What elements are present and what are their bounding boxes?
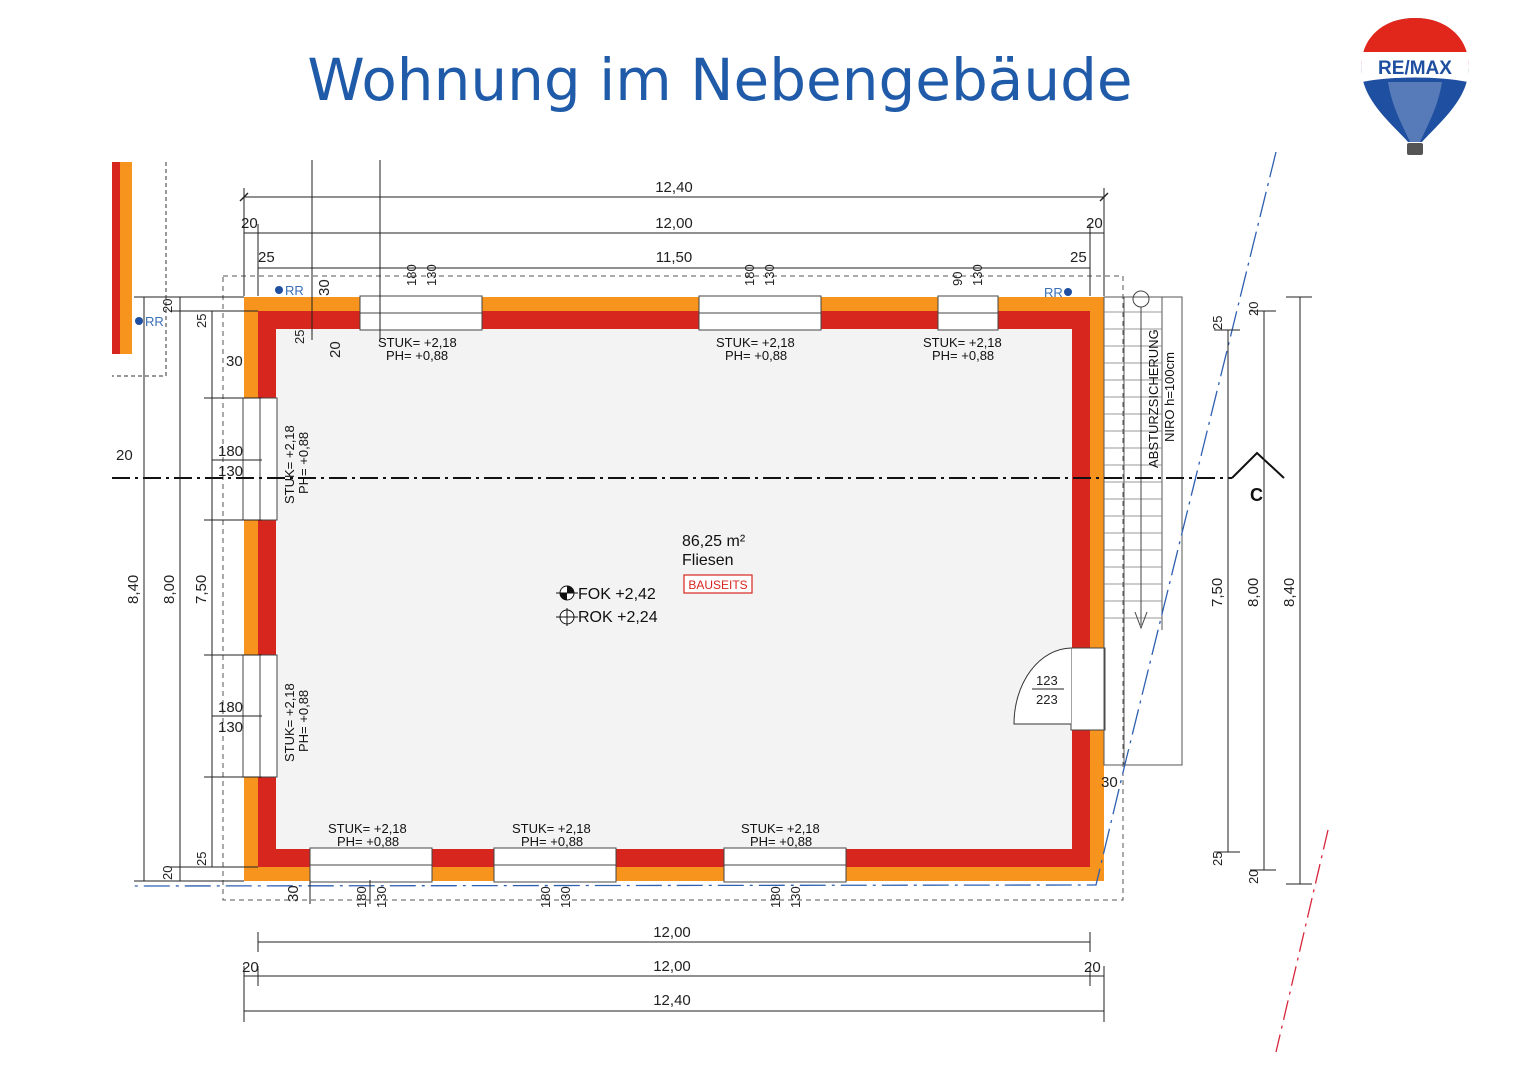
room-floor: Fliesen xyxy=(682,552,734,569)
dim-right-750: 7,50 xyxy=(1209,578,1226,607)
rr-right-marker-icon xyxy=(1064,288,1072,296)
dim-top-inner: 12,00 xyxy=(655,215,693,232)
left-window-2-stuk: STUK= +2,18 xyxy=(282,683,297,762)
dim-top-right-20: 20 xyxy=(1086,215,1103,232)
dim-top-clear: 11,50 xyxy=(656,249,692,266)
dim-right-25-top: 25 xyxy=(1210,316,1225,330)
dim-right-800: 8,00 xyxy=(1245,578,1262,607)
dim-bw2-b: 130 xyxy=(558,886,573,908)
left-window-1-ph: PH= +0,88 xyxy=(296,432,311,494)
room-area: 86,25 m² xyxy=(682,533,746,550)
dim-w1-b: 130 xyxy=(424,264,439,286)
stair-note-1: ABSTURZSICHERUNG xyxy=(1146,329,1161,468)
bot-window-1-ph: PH= +0,88 xyxy=(337,834,399,849)
dim-left-25-bottom: 25 xyxy=(194,852,209,866)
dim-left-w1-a: 180 xyxy=(218,443,243,460)
dim-left-25-top: 25 xyxy=(194,314,209,328)
top-window-3-ph: PH= +0,88 xyxy=(932,348,994,363)
dim-top-left-20: 20 xyxy=(241,215,258,232)
section-label: C xyxy=(1250,485,1263,505)
dim-right-20-bottom: 20 xyxy=(1246,870,1261,884)
dim-bot-30: 30 xyxy=(285,885,302,902)
dim-w3-a: 90 xyxy=(950,272,965,286)
dim-bw1-a: 180 xyxy=(354,886,369,908)
dim-corner-20: 20 xyxy=(327,341,344,358)
stair-start-icon xyxy=(1132,290,1150,308)
dim-left-w2-b: 130 xyxy=(218,719,243,736)
fok-marker-icon xyxy=(556,585,578,601)
top-window-2-ph: PH= +0,88 xyxy=(725,348,787,363)
rr-outer-marker-icon xyxy=(135,317,143,325)
top-window-3-stuk: STUK= +2,18 xyxy=(923,335,1002,350)
page-title: Wohnung im Nebengebäude xyxy=(307,46,1133,114)
door-dim-b: 223 xyxy=(1036,692,1058,707)
dim-bw3-a: 180 xyxy=(768,886,783,908)
left-window-1-stuk: STUK= +2,18 xyxy=(282,425,297,504)
property-line xyxy=(133,151,1277,887)
dim-bot-right-20: 20 xyxy=(1084,959,1101,976)
dim-top-total: 12,40 xyxy=(655,179,693,196)
fok-level: FOK +2,42 xyxy=(578,586,656,603)
dim-corner-30: 30 xyxy=(316,279,333,296)
stair-note-2: NIRO h=100cm xyxy=(1162,352,1177,442)
dim-w2-a: 180 xyxy=(742,264,757,286)
dim-right-840: 8,40 xyxy=(1281,578,1298,607)
dim-corner-25: 25 xyxy=(292,330,307,344)
bot-window-3-stuk: STUK= +2,18 xyxy=(741,821,820,836)
door-dim-a: 123 xyxy=(1036,673,1058,688)
dim-bot-left-20: 20 xyxy=(242,959,259,976)
dim-left-30: 30 xyxy=(226,353,243,370)
rok-level: ROK +2,24 xyxy=(578,609,658,626)
balloon-logo-icon: RE/MAX xyxy=(1361,18,1469,155)
bauseits-text: BAUSEITS xyxy=(688,578,747,592)
dim-right-25-bottom: 25 xyxy=(1210,852,1225,866)
top-window-1-stuk: STUK= +2,18 xyxy=(378,335,457,350)
bot-window-2-ph: PH= +0,88 xyxy=(521,834,583,849)
dim-left-750: 7,50 xyxy=(193,575,210,604)
rr-outer-label: RR xyxy=(145,314,164,329)
dim-bw2-a: 180 xyxy=(538,886,553,908)
rr-left-marker-icon xyxy=(275,286,283,294)
dim-right-20-top: 20 xyxy=(1246,302,1261,316)
bot-window-1-stuk: STUK= +2,18 xyxy=(328,821,407,836)
dim-bot-inner: 12,00 xyxy=(653,958,691,975)
logo-text: RE/MAX xyxy=(1378,58,1452,79)
left-window-2-ph: PH= +0,88 xyxy=(296,690,311,752)
rr-left-label: RR xyxy=(285,283,304,298)
bot-window-2-stuk: STUK= +2,18 xyxy=(512,821,591,836)
dim-bot-total: 12,40 xyxy=(653,992,691,1009)
rr-right-label: RR xyxy=(1044,285,1063,300)
dim-bw3-b: 130 xyxy=(788,886,803,908)
door-dim-30: 30 xyxy=(1101,774,1118,791)
rok-marker-icon xyxy=(556,608,578,626)
door-swing xyxy=(1013,647,1072,725)
bot-window-3-ph: PH= +0,88 xyxy=(750,834,812,849)
top-window-1-ph: PH= +0,88 xyxy=(386,348,448,363)
bauseits-tag xyxy=(683,574,753,594)
dim-w1-a: 180 xyxy=(404,264,419,286)
dim-left-840: 8,40 xyxy=(125,575,142,604)
dim-left-w1-b: 130 xyxy=(218,463,243,480)
dim-left-w2-a: 180 xyxy=(218,699,243,716)
outer-walls xyxy=(244,297,1104,881)
dim-left-20-mid: 20 xyxy=(116,447,133,464)
top-window-2-stuk: STUK= +2,18 xyxy=(716,335,795,350)
dim-w2-b: 130 xyxy=(762,264,777,286)
dim-left-800: 8,00 xyxy=(161,575,178,604)
dim-left-20-top: 20 xyxy=(160,299,175,313)
dim-w3-b: 130 xyxy=(970,264,985,286)
dim-top-left-25: 25 xyxy=(258,249,275,266)
dim-left-20-bottom: 20 xyxy=(160,866,175,880)
dim-bot-clear: 12,00 xyxy=(653,924,691,941)
dim-top-right-25: 25 xyxy=(1070,249,1087,266)
boundary-line xyxy=(1275,829,1329,1053)
adjacent-building-wall xyxy=(112,162,167,377)
dim-bw1-b: 130 xyxy=(374,886,389,908)
